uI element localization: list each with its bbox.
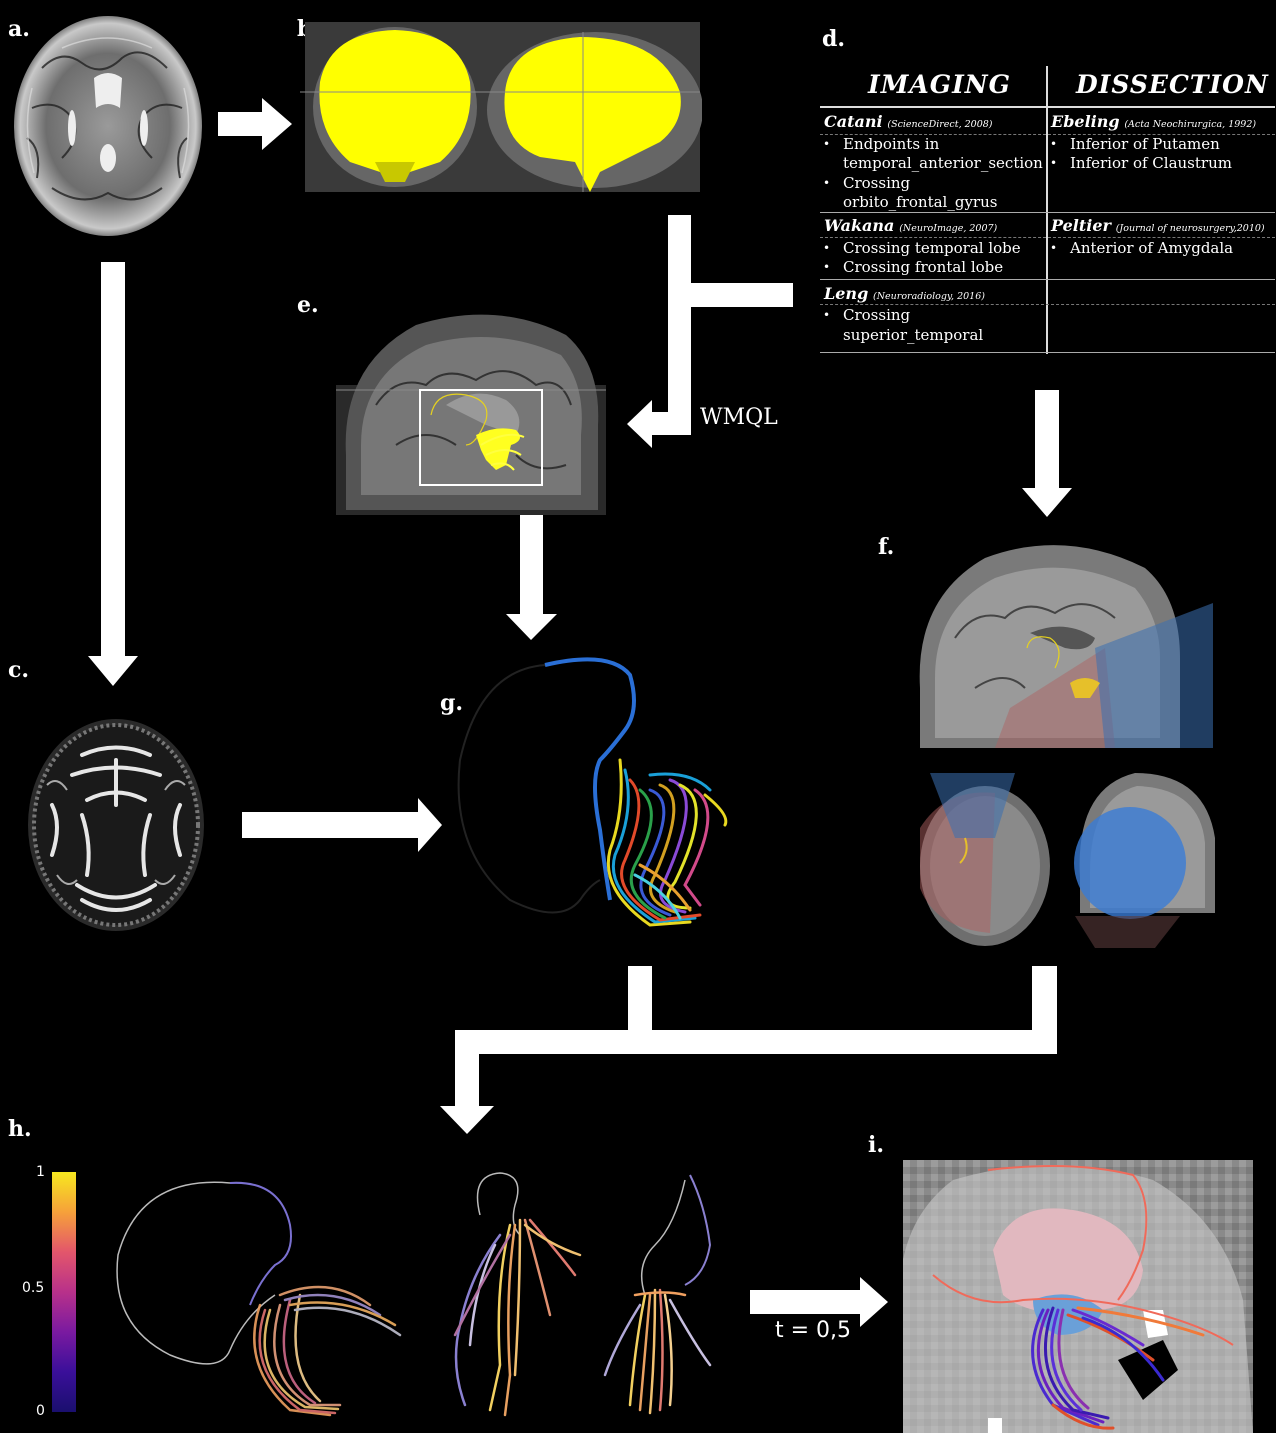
wakana-item-2: •Crossing frontal lobe [843, 258, 1003, 277]
arrow-a-to-b [218, 98, 292, 150]
table-header-dissection: DISSECTION [1076, 70, 1269, 99]
colorbar-tick-0-5: 0.5 [22, 1280, 44, 1296]
table-row-rule [820, 279, 1275, 280]
leng-item-1b: superior_temporal [843, 326, 983, 345]
panel-f-dissection-mri-images [915, 538, 1215, 948]
arrowhead-to-e [627, 400, 652, 448]
peltier-item-1: •Anterior of Amygdala [1070, 239, 1233, 258]
ref-catani: Catani (ScienceDirect, 2008) [824, 112, 993, 131]
table-header-imaging: IMAGING [868, 70, 1011, 99]
ref-wakana: Wakana (NeuroImage, 2007) [824, 216, 997, 235]
table-column-divider [1046, 66, 1048, 354]
panel-c-fa-map-image [22, 715, 210, 935]
colorbar-tick-1: 1 [36, 1164, 45, 1180]
connector-to-h [455, 1030, 479, 1108]
tract-criteria-table: IMAGING DISSECTION Catani (ScienceDirect… [820, 62, 1275, 354]
connector-d-left [690, 283, 793, 307]
panel-e-sagittal-tract-image [336, 305, 606, 515]
connector-merge [455, 1030, 1057, 1054]
connector-g-down [628, 966, 652, 1032]
panel-b-brain-segmentation-image [300, 22, 702, 194]
arrow-d-to-f [1022, 390, 1072, 517]
panel-a-t2-brain-image [2, 8, 214, 244]
arrow-a-to-c [88, 262, 138, 686]
ref-leng: Leng (Neuroradiology, 2016) [824, 284, 985, 303]
ebeling-item-2: •Inferior of Claustrum [1070, 154, 1232, 173]
panel-h-weighted-streamlines-view-1 [110, 1165, 415, 1430]
panel-i-final-tract-image [903, 1160, 1253, 1433]
table-bottom-rule [820, 352, 1275, 353]
arrow-c-to-g [242, 798, 442, 852]
panel-h-weighted-streamlines-view-3 [595, 1165, 730, 1430]
table-header-rule [820, 106, 1275, 108]
ebeling-item-1: •Inferior of Putamen [1070, 135, 1220, 154]
colorbar [52, 1172, 76, 1412]
leng-item-1: •Crossing [843, 306, 910, 325]
wmql-label: WMQL [700, 405, 778, 430]
ref-peltier: Peltier (Journal of neurosurgery,2010) [1051, 216, 1265, 235]
table-row-rule [820, 212, 1275, 213]
arrowhead-to-h [440, 1106, 494, 1134]
panel-h-weighted-streamlines-view-2 [440, 1165, 590, 1430]
catani-item-2b: orbito_frontal_gyrus [843, 193, 997, 212]
table-row-rule [820, 304, 1275, 305]
table-row-rule [1048, 237, 1275, 238]
catani-item-2: •Crossing [843, 174, 910, 193]
connector-b-down [668, 215, 691, 435]
wakana-item-1: •Crossing temporal lobe [843, 239, 1021, 258]
ref-ebeling: Ebeling (Acta Neochirurgica, 1992) [1051, 112, 1256, 131]
connector-to-e [652, 412, 691, 435]
threshold-label: t = 0,5 [775, 1318, 851, 1343]
catani-item-1: •Endpoints in [843, 135, 939, 154]
panel-g-streamlines-image [450, 650, 740, 940]
table-row-rule [820, 237, 1046, 238]
colorbar-tick-0: 0 [36, 1403, 45, 1419]
catani-item-1b: temporal_anterior_section [843, 154, 1043, 173]
